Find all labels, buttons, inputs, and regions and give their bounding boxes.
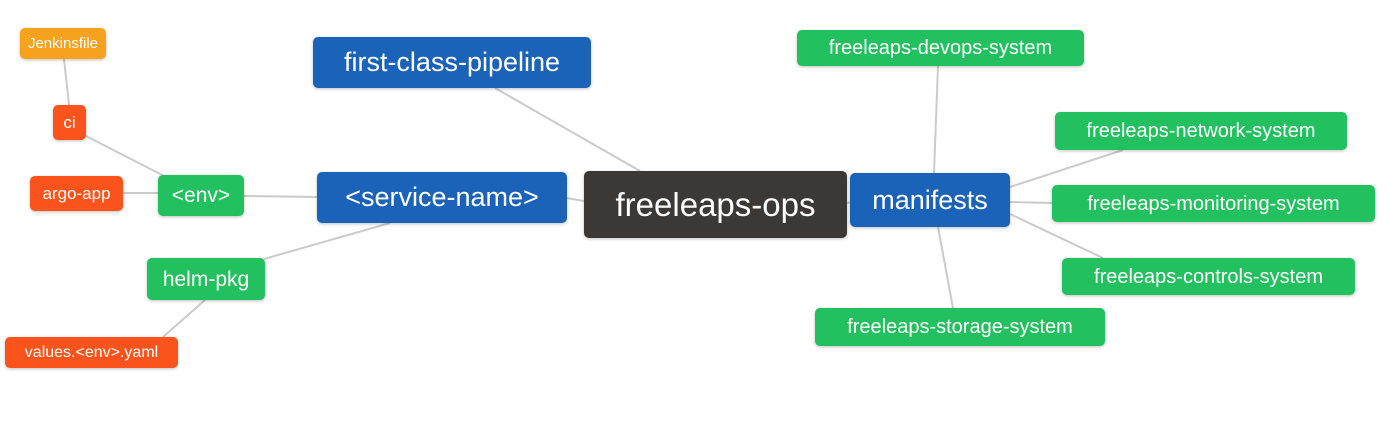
mindmap-node-freeleaps-devops-system[interactable]: freeleaps-devops-system (797, 30, 1084, 66)
edge-jenkinsfile-to-ci (63, 58, 70, 106)
edge-manifests-to-freeleaps-network-system (1009, 149, 1124, 188)
mindmap-node-freeleaps-monitoring-system[interactable]: freeleaps-monitoring-system (1052, 185, 1375, 222)
mindmap-node-ci[interactable]: ci (53, 105, 86, 140)
edge-service-name-to-freeleaps-ops (566, 197, 585, 202)
mindmap-node-values-env-yaml[interactable]: values.<env>.yaml (5, 337, 178, 368)
mindmap-node-service-name[interactable]: <service-name> (317, 172, 567, 223)
mindmap-node-manifests[interactable]: manifests (850, 173, 1010, 227)
mindmap-node-jenkinsfile[interactable]: Jenkinsfile (20, 28, 106, 59)
mindmap-node-first-class-pipeline[interactable]: first-class-pipeline (313, 37, 591, 88)
edge-manifests-to-freeleaps-monitoring-system (1009, 201, 1053, 204)
edge-first-class-pipeline-to-freeleaps-ops (494, 87, 641, 172)
mindmap-node-argo-app[interactable]: argo-app (30, 176, 123, 211)
mindmap-node-freeleaps-ops[interactable]: freeleaps-ops (584, 171, 847, 238)
edge-manifests-to-freeleaps-storage-system (937, 226, 954, 309)
edge-helm-pkg-to-values-env-yaml (162, 299, 206, 338)
mindmap-node-helm-pkg[interactable]: helm-pkg (147, 258, 265, 300)
mindmap-node-freeleaps-storage-system[interactable]: freeleaps-storage-system (815, 308, 1105, 346)
edge-service-name-to-helm-pkg (263, 222, 391, 260)
edge-manifests-to-freeleaps-devops-system (933, 65, 939, 174)
mindmap-node-env[interactable]: <env> (158, 175, 244, 216)
edge-ci-to-env (85, 135, 167, 178)
mindmap-node-freeleaps-controls-system[interactable]: freeleaps-controls-system (1062, 258, 1355, 295)
mindmap-node-freeleaps-network-system[interactable]: freeleaps-network-system (1055, 112, 1347, 150)
edge-env-to-service-name (243, 195, 318, 198)
